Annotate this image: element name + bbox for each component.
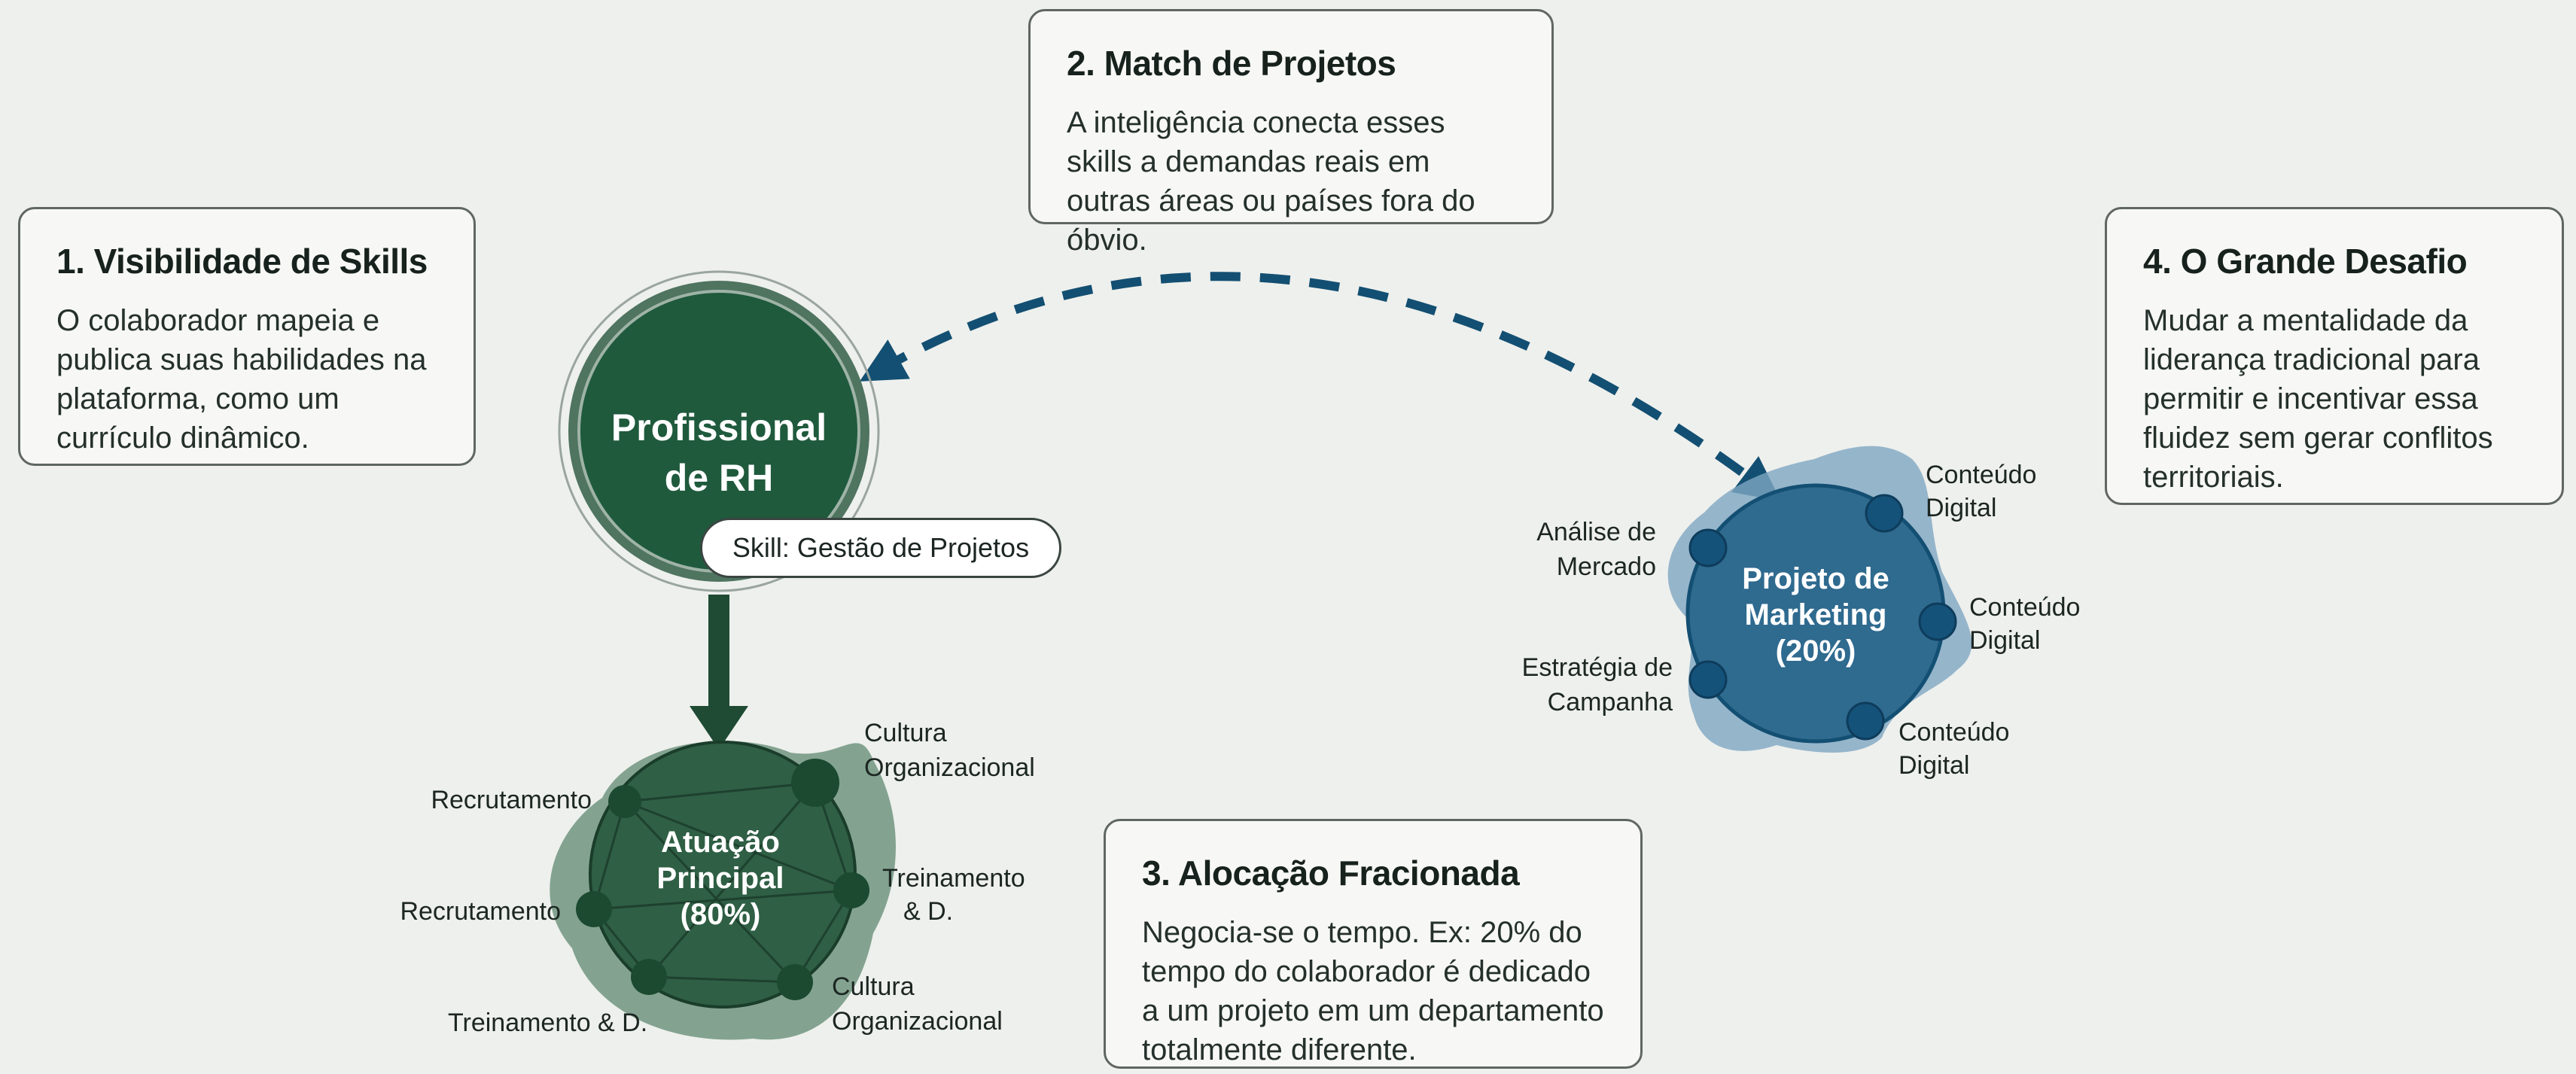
node-cultura-bottom (777, 964, 813, 1000)
label-cultura-bottom-1: Cultura (832, 972, 915, 1001)
label-cultura-top-1: Cultura (864, 719, 947, 747)
card-allocation: 3. Alocação Fracionada Negocia-se o temp… (1104, 819, 1643, 1069)
card-allocation-title: 3. Alocação Fracionada (1142, 853, 1520, 893)
marketing-line2: Marketing (1745, 598, 1887, 631)
card-match: 2. Match de Projetos A inteligência cone… (1028, 9, 1554, 257)
label-conteudo-bot-1: Conteúdo (1899, 718, 2009, 747)
main-role-line3: (80%) (681, 898, 761, 931)
label-conteudo-top-2: Digital (1926, 494, 1996, 522)
label-treinamento-right-1: Treinamento (882, 864, 1025, 893)
label-analise-2: Mercado (1557, 552, 1656, 581)
label-estrategia-1: Estratégia de (1522, 653, 1673, 682)
card-visibility-body: O colaborador mapeia e publica suas habi… (56, 304, 427, 455)
label-conteudo-top-1: Conteúdo (1926, 461, 2036, 489)
node-conteudo-mid (1918, 602, 1957, 641)
label-conteudo-mid-2: Digital (1969, 626, 2040, 655)
match-connector-arrow (859, 272, 1781, 502)
skill-tag: Skill: Gestão de Projetos (700, 518, 1061, 578)
label-cultura-top-2: Organizacional (864, 753, 1035, 782)
card-challenge-body: Mudar a mentalidade da liderança tradici… (2143, 304, 2493, 494)
marketing-cluster: Projeto de Marketing (20%) Análise de Me… (1522, 446, 2080, 780)
main-role-line2: Principal (657, 862, 784, 895)
card-allocation-body: Negocia-se o tempo. Ex: 20% do tempo do … (1142, 916, 1604, 1066)
marketing-line3: (20%) (1776, 634, 1856, 668)
card-challenge-title: 4. O Grande Desafio (2143, 242, 2468, 281)
node-analise (1688, 528, 1728, 567)
label-conteudo-mid-1: Conteúdo (1969, 593, 2080, 622)
card-visibility-title: 1. Visibilidade de Skills (56, 242, 428, 281)
main-role-line1: Atuação (661, 826, 780, 859)
label-treinamento-bottom: Treinamento & D. (448, 1009, 647, 1037)
label-recrutamento-top: Recrutamento (431, 786, 592, 814)
professional-title-line1: Profissional (611, 406, 827, 449)
node-recrutamento-top (608, 785, 641, 818)
down-arrow (690, 595, 748, 750)
label-estrategia-2: Campanha (1548, 688, 1673, 717)
label-treinamento-right-2: & D. (903, 897, 953, 926)
node-treinamento-bottom (631, 959, 667, 995)
node-estrategia (1688, 660, 1728, 699)
card-match-body: A inteligência conecta esses skills a de… (1067, 106, 1475, 257)
node-cultura-top (791, 759, 839, 807)
label-cultura-bottom-2: Organizacional (832, 1007, 1003, 1036)
node-conteudo-bottom (1846, 701, 1885, 741)
main-role-cluster: Atuação Principal (80%) Recrutamento Rec… (400, 719, 1035, 1040)
label-analise-1: Análise de (1536, 518, 1656, 546)
card-challenge: 4. O Grande Desafio Mudar a mentalidade … (2105, 207, 2564, 505)
node-treinamento-right (833, 872, 869, 908)
card-visibility: 1. Visibilidade de Skills O colaborador … (18, 207, 476, 466)
professional-title-line2: de RH (665, 457, 773, 499)
marketing-line1: Projeto de (1742, 562, 1889, 595)
node-conteudo-top (1865, 494, 1904, 533)
label-recrutamento-left: Recrutamento (400, 897, 561, 926)
card-match-title: 2. Match de Projetos (1067, 44, 1396, 83)
professional-node: Profissional de RH (558, 270, 880, 592)
node-recrutamento-left (576, 891, 612, 927)
label-conteudo-bot-2: Digital (1899, 751, 1969, 780)
